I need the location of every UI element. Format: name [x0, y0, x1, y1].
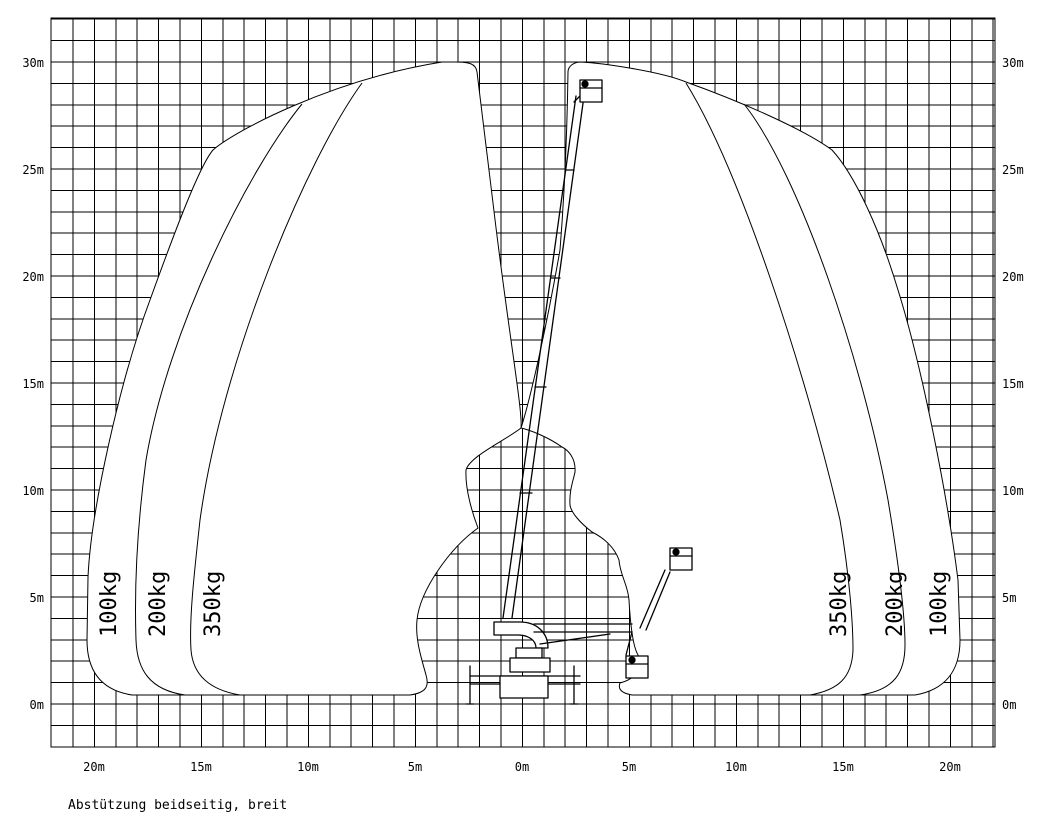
platform-basket-low	[625, 655, 649, 679]
x-axis-label: 20m	[939, 760, 961, 774]
y-axis-label-left: 20m	[22, 270, 44, 284]
load-zone-label: 350kg	[201, 571, 226, 637]
load-zone-label: 350kg	[827, 571, 852, 637]
envelope-right-200kg	[743, 103, 906, 696]
grid-border	[50, 17, 996, 748]
platform-basket-mid	[669, 547, 693, 571]
y-axis-label-right: 15m	[1002, 377, 1024, 391]
x-axis-label: 15m	[832, 760, 854, 774]
load-zone-label: 100kg	[97, 571, 122, 637]
y-axis-label-left: 15m	[22, 377, 44, 391]
y-axis-label-right: 0m	[1002, 698, 1016, 712]
aerial-platform-drawing	[465, 79, 693, 705]
y-axis-label-left: 30m	[22, 56, 44, 70]
x-axis-label: 5m	[408, 760, 422, 774]
load-zone-label: 200kg	[883, 571, 908, 637]
x-axis: 20m 15m 10m 5m 0m 5m 10m 15m 20m	[83, 760, 961, 774]
y-axis-right: 0m 5m 10m 15m 20m 25m 30m	[1002, 56, 1024, 712]
load-zone-label: 200kg	[146, 571, 171, 637]
y-axis-label-left: 5m	[30, 591, 44, 605]
x-axis-label: 10m	[725, 760, 747, 774]
y-axis-label-left: 10m	[22, 484, 44, 498]
x-axis-label: 15m	[190, 760, 212, 774]
y-axis-label-left: 0m	[30, 698, 44, 712]
y-axis-label-right: 20m	[1002, 270, 1024, 284]
y-axis-label-right: 5m	[1002, 591, 1016, 605]
envelope-right-100kg	[520, 61, 961, 696]
envelope-right-350kg	[685, 82, 854, 696]
diagram-caption: Abstützung beidseitig, breit	[68, 798, 288, 813]
y-axis-left: 0m 5m 10m 15m 20m 25m 30m	[22, 56, 44, 712]
x-axis-label: 0m	[515, 760, 529, 774]
envelope-left-100kg	[86, 61, 522, 696]
y-axis-label-right: 10m	[1002, 484, 1024, 498]
x-axis-label: 20m	[83, 760, 105, 774]
platform-basket-top	[579, 79, 603, 103]
x-axis-label: 10m	[297, 760, 319, 774]
load-labels-right: 350kg 200kg 100kg	[827, 571, 952, 637]
load-zone-label: 100kg	[927, 571, 952, 637]
load-labels-left: 100kg 200kg 350kg	[97, 571, 226, 637]
y-axis-label-right: 30m	[1002, 56, 1024, 70]
envelope-left-350kg	[190, 82, 363, 696]
y-axis-label-left: 25m	[22, 163, 44, 177]
x-axis-label: 5m	[622, 760, 636, 774]
envelope-left-200kg	[135, 103, 303, 696]
y-axis-label-right: 25m	[1002, 163, 1024, 177]
